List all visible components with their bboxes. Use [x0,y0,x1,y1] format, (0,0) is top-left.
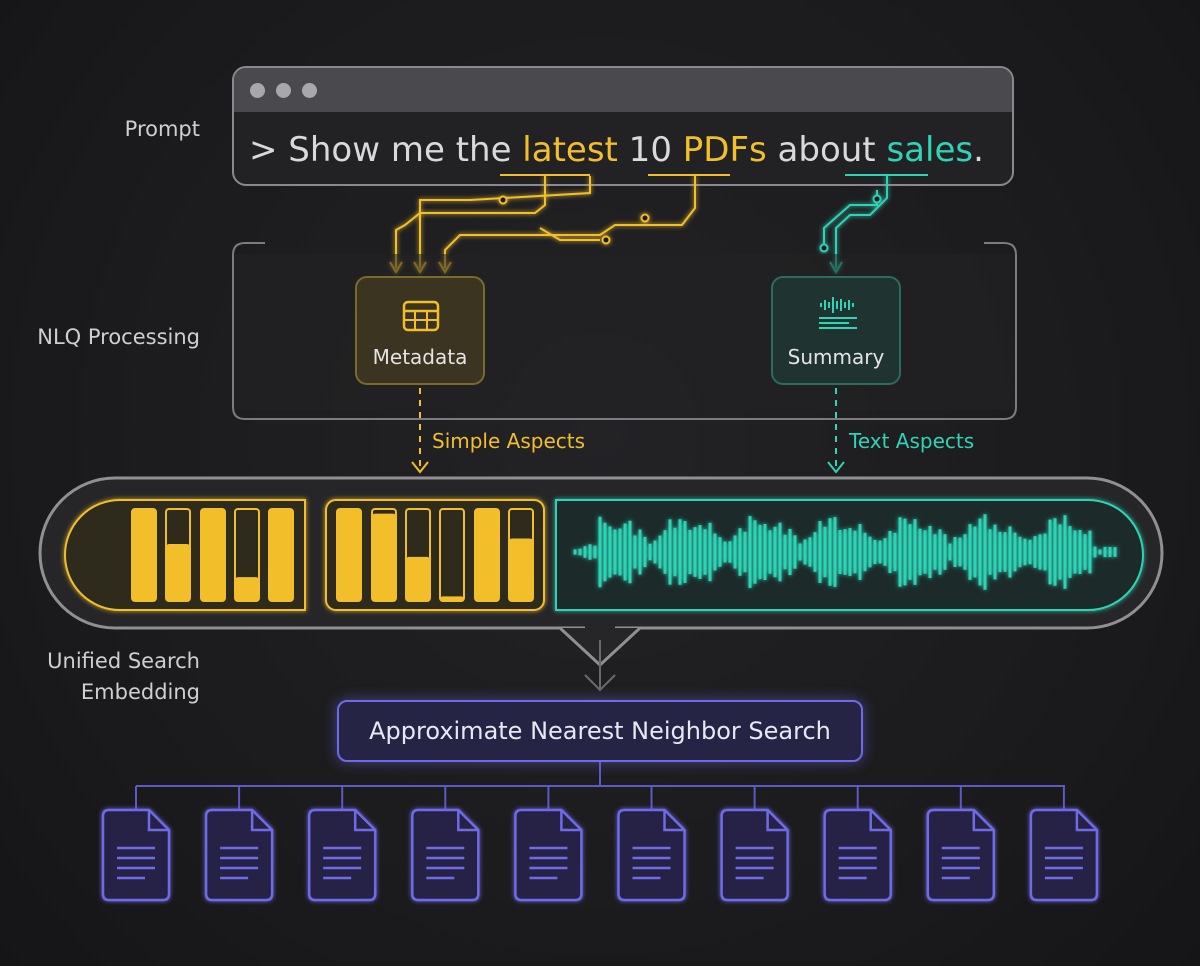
prompt-mid1: 10 [617,130,683,170]
document-icon [1029,808,1099,902]
result-documents [101,808,1099,902]
window-dot-icon [276,83,291,98]
table-icon [402,300,440,332]
metadata-bar-fill [269,509,293,601]
document-icon [823,808,892,902]
metadata-bar-fill [201,509,225,601]
metadata-bar-fill [440,596,464,601]
simple-aspects-label: Simple Aspects [432,429,586,453]
document-icon [720,808,789,902]
prompt-window: > Show me the latest 10 PDFs about sales… [232,66,1014,186]
document-icon [101,808,171,902]
summary-text-icon [819,297,857,329]
text-waveform [573,514,1117,590]
unified-embedding-label-line2: Embedding [80,680,200,704]
metadata-bar-fill [166,543,190,601]
metadata-node: Metadata [355,276,485,385]
summary-label: Summary [787,345,885,369]
text-aspects-label: Text Aspects [849,429,975,453]
metadata-bar-fill [475,509,499,601]
window-dot-icon [302,83,317,98]
dashed-arrows [411,388,845,474]
metadata-bar-fill [235,577,259,601]
metadata-bar-fill [132,509,156,601]
prompt-text: > Show me the latest 10 PDFs about sales… [249,130,984,170]
document-icon [307,808,377,902]
metadata-bars [131,508,534,602]
document-icon [204,808,274,902]
keyword-sales: sales [886,130,974,170]
unified-embedding-label-line1: Unified Search [47,649,200,673]
ann-search-box: Approximate Nearest Neighbor Search [337,700,863,762]
result-tree-stems [135,786,1065,810]
metadata-bar-fill [372,513,396,601]
prompt-prefix: > Show me the [249,130,523,170]
keyword-latest: latest [522,130,618,170]
document-icon [411,808,480,902]
prompt-mid2: about [766,130,887,170]
document-icon [514,808,583,902]
metadata-bar-fill [337,509,361,601]
metadata-bar-fill [406,556,430,601]
keyword-pdfs: PDFs [682,130,767,170]
nlq-processing-label: NLQ Processing [37,325,200,349]
document-icon [926,808,996,902]
document-icon [617,808,686,902]
metadata-bar-fill [509,538,533,601]
summary-node: Summary [771,276,901,385]
prompt-suffix: . [973,130,984,170]
metadata-label: Metadata [372,345,468,369]
prompt-label: Prompt [124,117,200,141]
window-dot-icon [250,83,265,98]
result-tree [136,762,1065,787]
prompt-titlebar [234,68,1012,112]
